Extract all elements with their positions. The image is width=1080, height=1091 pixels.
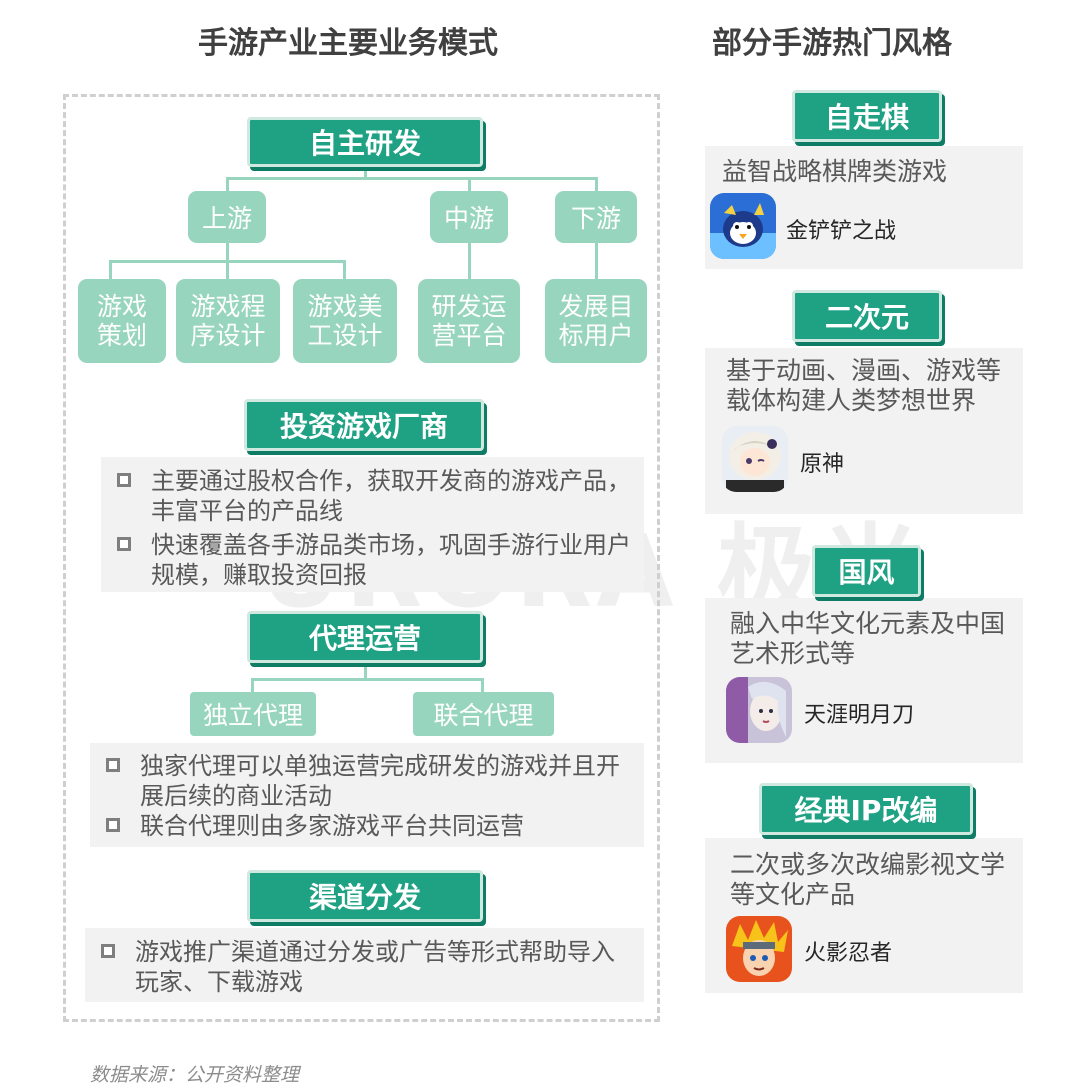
app-name-genshin: 原神	[800, 452, 845, 477]
app-name-jinchanchan: 金铲铲之战	[786, 219, 897, 244]
naruto-app-icon	[726, 916, 792, 982]
jinchanchan-app-icon	[710, 193, 776, 259]
business-model-frame	[63, 94, 660, 1022]
left-column-title: 手游产业主要业务模式	[198, 26, 498, 61]
tianya-app-icon	[726, 677, 792, 743]
list-item: 联合代理则由多家游戏平台共同运营	[106, 811, 636, 841]
invest-box: 投资游戏厂商	[244, 399, 484, 451]
invest-panel	[101, 457, 644, 592]
connector-line	[481, 678, 484, 694]
upstream-box: 上游	[188, 191, 266, 243]
channel-bullet-list: 游戏推广渠道通过分发或广告等形式帮助导入玩家、下载游戏	[101, 937, 631, 997]
connector-line	[468, 242, 471, 280]
connector-line	[109, 260, 112, 280]
style-desc-ip: 二次或多次改编影视文学等文化产品	[730, 850, 1006, 909]
connector-line	[595, 242, 598, 280]
connector-line	[251, 678, 254, 694]
invest-bullet-list: 主要通过股权合作，获取开发商的游戏产品，丰富平台的产品线 快速覆盖各手游品类市场…	[117, 466, 637, 590]
style-desc-autochess: 益智战略棋牌类游戏	[722, 157, 948, 186]
checkbox-square-icon	[106, 758, 120, 772]
checkbox-square-icon	[101, 944, 115, 958]
agency-ops-box: 代理运营	[247, 611, 483, 663]
channel-distribution-box: 渠道分发	[247, 870, 483, 922]
channel-panel	[85, 928, 644, 1002]
bullet-text: 快速覆盖各手游品类市场，巩固手游行业用户规模，赚取投资回报	[151, 531, 631, 589]
app-name-tianya: 天涯明月刀	[804, 703, 915, 728]
connector-line	[343, 260, 346, 280]
right-column-title: 部分手游热门风格	[712, 26, 952, 61]
connector-line	[468, 177, 471, 193]
bullet-text: 独家代理可以单独运营完成研发的游戏并且开展后续的商业活动	[140, 752, 620, 810]
connector-line	[595, 177, 598, 193]
leaf-game-programming: 游戏程 序设计	[176, 279, 280, 363]
exclusive-agency-box: 独立代理	[190, 692, 316, 736]
leaf-game-planning: 游戏 策划	[78, 279, 166, 363]
checkbox-square-icon	[117, 473, 131, 487]
style-title-anime: 二次元	[792, 290, 942, 342]
style-title-chinese: 国风	[812, 545, 921, 597]
connector-line	[364, 165, 367, 179]
style-title-ip: 经典IP改编	[759, 783, 973, 835]
data-source-note: 数据来源：公开资料整理	[90, 1064, 300, 1086]
list-item: 快速覆盖各手游品类市场，巩固手游行业用户规模，赚取投资回报	[117, 530, 637, 590]
connector-line	[251, 678, 484, 681]
self-development-box: 自主研发	[247, 117, 483, 167]
joint-agency-box: 联合代理	[413, 692, 554, 736]
midstream-box: 中游	[430, 191, 508, 243]
connector-line	[226, 177, 229, 193]
list-item: 游戏推广渠道通过分发或广告等形式帮助导入玩家、下载游戏	[101, 937, 631, 997]
genshin-app-icon	[722, 426, 788, 492]
connector-line	[364, 660, 367, 680]
connector-line	[226, 242, 229, 262]
connector-line	[226, 260, 229, 280]
bullet-text: 游戏推广渠道通过分发或广告等形式帮助导入玩家、下载游戏	[135, 938, 615, 996]
list-item: 独家代理可以单独运营完成研发的游戏并且开展后续的商业活动	[106, 751, 636, 811]
leaf-dev-ops-platform: 研发运 营平台	[418, 279, 520, 363]
style-title-autochess: 自走棋	[792, 90, 942, 142]
app-name-naruto: 火影忍者	[804, 941, 893, 966]
list-item: 主要通过股权合作，获取开发商的游戏产品，丰富平台的产品线	[117, 466, 637, 526]
bullet-text: 联合代理则由多家游戏平台共同运营	[140, 812, 524, 840]
leaf-game-art-design: 游戏美 工设计	[293, 279, 397, 363]
agency-bullet-list: 独家代理可以单独运营完成研发的游戏并且开展后续的商业活动 联合代理则由多家游戏平…	[106, 751, 636, 841]
style-desc-chinese: 融入中华文化元素及中国艺术形式等	[730, 609, 1006, 668]
connector-line	[226, 177, 598, 180]
checkbox-square-icon	[117, 537, 131, 551]
agency-panel	[90, 743, 644, 847]
style-desc-anime: 基于动画、漫画、游戏等载体构建人类梦想世界	[726, 356, 1002, 415]
bullet-text: 主要通过股权合作，获取开发商的游戏产品，丰富平台的产品线	[151, 467, 631, 525]
downstream-box: 下游	[555, 191, 637, 243]
leaf-target-users: 发展目 标用户	[545, 279, 647, 363]
checkbox-square-icon	[106, 818, 120, 832]
